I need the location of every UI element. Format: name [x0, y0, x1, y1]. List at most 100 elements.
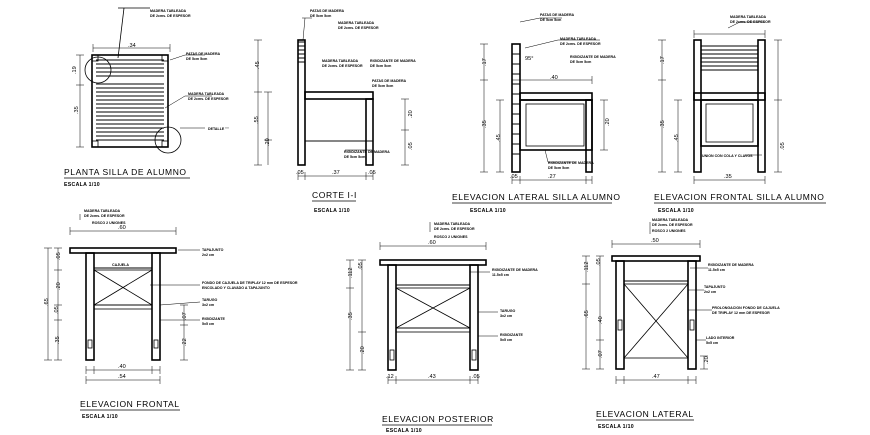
sidechair-note-2: DE 5cm 5cm: [540, 18, 561, 22]
frontdesk-note-6: FONDO DE CAJUELA DE TRIPLAY 12 mm DE ESP…: [202, 281, 298, 285]
frontdesk-dim-6: .05: [54, 306, 60, 314]
backdesk-dim-7: .12: [386, 374, 394, 380]
section-note-4: DE 2cms. DE ESPESOR: [338, 26, 379, 30]
sidechair-dim-6: .45: [496, 134, 502, 142]
sidechair-dim-2: .35: [482, 120, 488, 128]
section-dim-4: .45: [255, 61, 261, 69]
sidedesk-title: ELEVACION LATERAL: [596, 409, 694, 419]
section-note-6: DE 2cms. DE ESPESOR: [322, 64, 363, 68]
frontdesk-dim-10: .35: [55, 336, 61, 344]
section-note-3: MADERA TABLEADA: [338, 21, 375, 25]
sidedesk-dim-6: .40: [598, 316, 604, 324]
sidechair-dim-8: .20: [605, 118, 611, 126]
section-title: CORTE I-I: [312, 190, 357, 200]
sidedesk-note-8: PROLONGACION FONDO DE CAJUELA: [712, 306, 780, 310]
backdesk-note-4: RIGIDIZANTE DE MADERA: [492, 268, 538, 272]
backdesk-title: ELEVACION POSTERIOR: [382, 414, 494, 424]
plan-note-6: DE 2cms. DE ESPESOR: [188, 97, 229, 101]
frontdesk-note-9: 3x2 cm: [202, 303, 214, 307]
frontdesk-dim-1: .60: [118, 225, 126, 231]
sidedesk-dim-7: .20: [704, 356, 710, 364]
sidedesk-dim-8: .07: [598, 350, 604, 358]
section-note-7: RIGIDIZANTE DE MADERA: [370, 59, 416, 63]
backdesk-scale: ESCALA 1/10: [386, 428, 422, 434]
sidedesk-note-11: 5x5 cm: [706, 341, 718, 345]
frontdesk-note-8: TARUGO: [202, 298, 218, 302]
frontchair-dim-5: .35: [724, 174, 732, 180]
frontdesk-dim-5: .20: [56, 282, 62, 290]
backdesk-dim-3: .05: [358, 262, 364, 270]
sidechair-note-5: RIGIDIZANTE DE MADERA: [570, 55, 616, 59]
sidedesk-note-7: 2x2 cm: [704, 290, 716, 294]
sidechair-note-8: DE 5cm 5cm: [548, 166, 569, 170]
section-dim-2: .37: [332, 170, 340, 176]
backdesk-note-8: RIGIDIZANTE: [500, 333, 524, 337]
plan-dim-1: .34: [128, 43, 136, 49]
frontchair-dim-2: .35: [660, 120, 666, 128]
frontdesk-note-3: ROSCO 2 UNIONES: [92, 221, 126, 225]
sidechair-note-3: MADERA TABLEADA: [560, 37, 597, 41]
plan-seat-slats: [96, 83, 164, 141]
frontdesk-dim-9: .65: [44, 298, 50, 306]
section-dim-3: .05: [368, 170, 376, 176]
sidechair-note-6: DE 5cm 5cm: [570, 60, 591, 64]
backdesk-dim-5: .35: [348, 312, 354, 320]
frontchair-scale: ESCALA 1/10: [658, 208, 694, 214]
frontdesk-dim-7: .22: [182, 338, 188, 346]
sidedesk-note-3: ROSCO 2 UNIONES: [652, 229, 686, 233]
sidedesk-dim-3: .05: [596, 258, 602, 266]
section-note-1: PATAS DE MADERA: [310, 9, 345, 13]
front-desk-view: MADERA TABLEADA DE 2cms. DE ESPESOR ROSC…: [44, 209, 298, 420]
section-note-8: DE 5cm 5cm: [370, 64, 391, 68]
plan-note-3: PATAS DE MADERA: [186, 52, 221, 56]
sidedesk-scale: ESCALA 1/10: [598, 424, 634, 430]
frontchair-dim-4: .05: [780, 142, 786, 150]
section-note-10: DE 5cm 5cm: [372, 84, 393, 88]
section-dim-6: .20: [265, 138, 271, 146]
frontdesk-dim-2: .40: [118, 364, 126, 370]
sidechair-note-4: DE 2cms. DE ESPESOR: [560, 42, 601, 46]
backdesk-note-1: MADERA TABLEADA: [434, 222, 471, 226]
sidechair-dim-4: .27: [548, 174, 556, 180]
plan-detail-label: DETALLE "": [208, 127, 229, 131]
section-note-12: DE 5cm 5cm: [344, 155, 365, 159]
section-note-5: MADERA TABLEADA: [322, 59, 359, 63]
sidechair-dim-5: .05: [510, 174, 518, 180]
sidedesk-note-1: MADERA TABLEADA: [652, 218, 689, 222]
frontchair-dim-3: .45: [674, 134, 680, 142]
sidedesk-dim-5: .65: [584, 310, 590, 318]
frontdesk-note-5: 2x2 cm: [202, 253, 214, 257]
sidedesk-note-9: DE TRIPLAY 12 mm DE ESPESOR: [712, 311, 770, 315]
sidedesk-dim-1: .50: [651, 238, 659, 244]
sidedesk-note-4: RIGIDIZANTE DE MADERA: [708, 263, 754, 267]
backdesk-note-3: ROSCO 2 UNIONES: [434, 235, 468, 239]
frontdesk-scale: ESCALA 1/10: [82, 414, 118, 420]
frontdesk-dim-3: .54: [118, 374, 126, 380]
sidedesk-note-6: TAPAJUNTO: [704, 285, 726, 289]
section-dim-5: .55: [254, 116, 260, 124]
frontdesk-title: ELEVACION FRONTAL: [80, 399, 180, 409]
sidechair-note-7: RIGIDIZANTE DE MADERA: [548, 161, 594, 165]
section-view: PATAS DE MADERA DE 5cm 5cm MADERA TABLEA…: [254, 9, 416, 214]
backdesk-dim-1: .60: [428, 240, 436, 246]
sidedesk-note-2: DE 2cms. DE ESPESOR: [652, 223, 693, 227]
plan-note-2: DE 2cms. DE ESPESOR: [150, 14, 191, 18]
sidedesk-note-5: 11.5x5 cm: [708, 268, 725, 272]
frontchair-note-2: DE 2cms. DE ESPESOR: [730, 20, 771, 24]
section-dim-7: .20: [408, 110, 414, 118]
section-dim-8: .05: [408, 142, 414, 150]
plan-dim-2: .19: [72, 66, 78, 74]
back-desk-view: MADERA TABLEADA DE 2cms. DE ESPESOR ROSC…: [346, 222, 538, 434]
side-desk-view: MADERA TABLEADA DE 2cms. DE ESPESOR ROSC…: [582, 218, 780, 430]
frontchair-note-3: UNION CON COLA Y CLAVOS: [702, 154, 753, 158]
frontdesk-note-7: ENCOLADO Y CLAVADO A TAPAJUNTO: [202, 286, 270, 290]
plan-note-1: MADERA TABLEADA: [150, 9, 187, 13]
sidechair-dim-3: .40: [550, 75, 558, 81]
plan-dim-3: .35: [74, 106, 80, 114]
plan-title: PLANTA SILLA DE ALUMNO: [64, 167, 187, 177]
backdesk-dim-6: .20: [360, 346, 366, 354]
frontdesk-note-2: DE 2cms. DE ESPESOR: [84, 214, 125, 218]
frontdesk-note-4: TAPAJUNTO: [202, 248, 224, 252]
backdesk-note-7: 3x2 cm: [500, 314, 512, 318]
